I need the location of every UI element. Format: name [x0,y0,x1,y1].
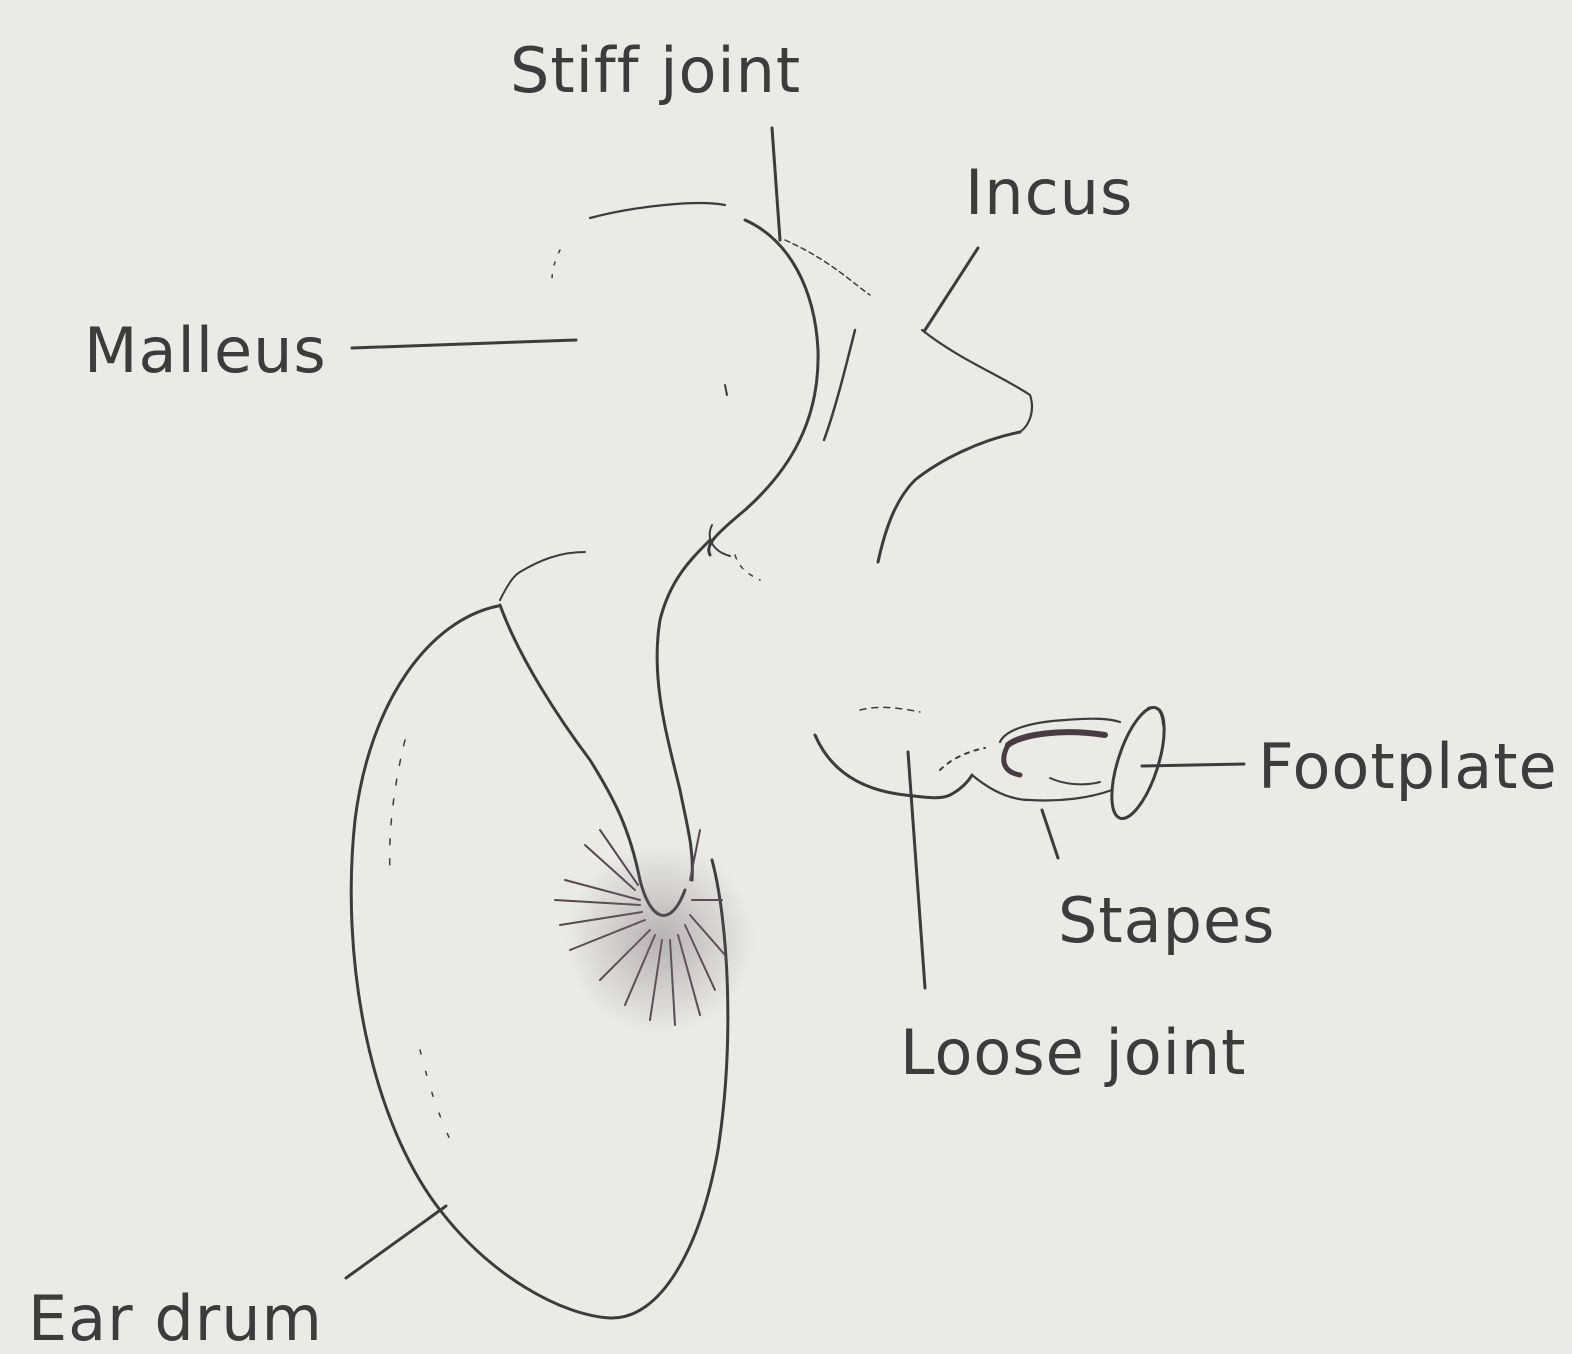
incus-shape [735,330,1032,798]
ear-drum-leader [346,1206,446,1278]
loose-joint-label: Loose joint [900,1022,1246,1084]
stapes-leader [1042,810,1058,858]
footplate-leader [1142,764,1244,766]
stiff-joint-label: Stiff joint [510,40,801,102]
stapes-label: Stapes [1058,890,1275,952]
stiff-joint-leader [772,128,780,240]
umbo-shading [565,845,755,1035]
loose-joint-leader [908,752,925,988]
incus-label: Incus [965,162,1133,224]
malleus-shape [500,203,818,915]
stapes-shape [940,702,1175,825]
incus-leader [925,248,978,330]
footplate-label: Footplate [1258,736,1558,798]
malleus-label: Malleus [84,320,327,382]
ear-drum-label: Ear drum [28,1288,323,1350]
malleus-leader [352,340,576,348]
